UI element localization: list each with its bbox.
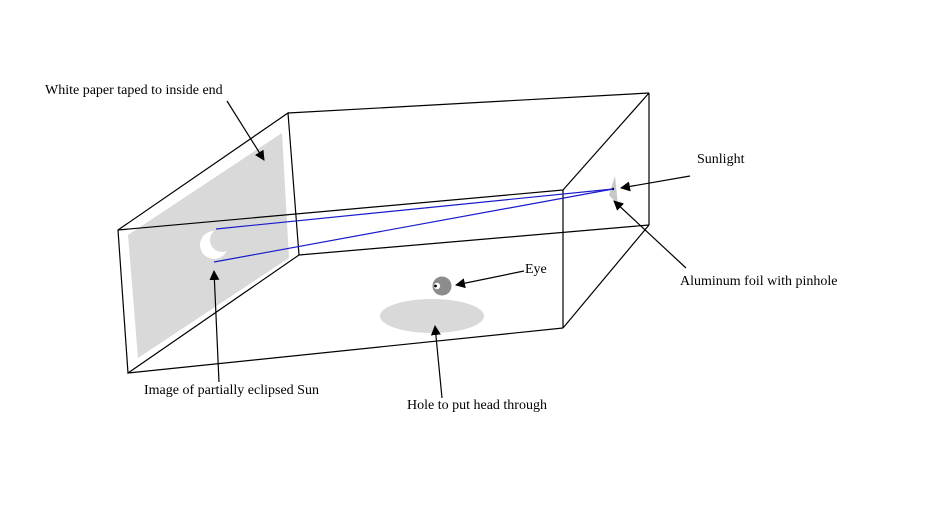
label-aluminum-foil: Aluminum foil with pinhole (680, 274, 838, 289)
callout-arrows (209, 100, 691, 399)
arrow-hole (430, 325, 443, 399)
label-white-paper: White paper taped to inside end (45, 83, 223, 98)
arrow-sunlight (620, 175, 691, 192)
arrow-sun-image (209, 270, 220, 383)
label-eye: Eye (525, 262, 547, 277)
arrow-white-paper (226, 100, 265, 161)
box-outline (117, 92, 650, 375)
label-hole: Hole to put head through (407, 398, 547, 413)
eye-icon (432, 276, 452, 296)
arrow-eye (455, 270, 525, 289)
light-rays (213, 188, 614, 263)
label-sun-image: Image of partially eclipsed Sun (144, 383, 319, 398)
head-hole (380, 299, 484, 333)
arrow-aluminum-foil (613, 200, 687, 269)
label-sunlight: Sunlight (697, 152, 745, 167)
sun-image-crescent (200, 228, 234, 259)
aluminum-foil (609, 176, 618, 205)
